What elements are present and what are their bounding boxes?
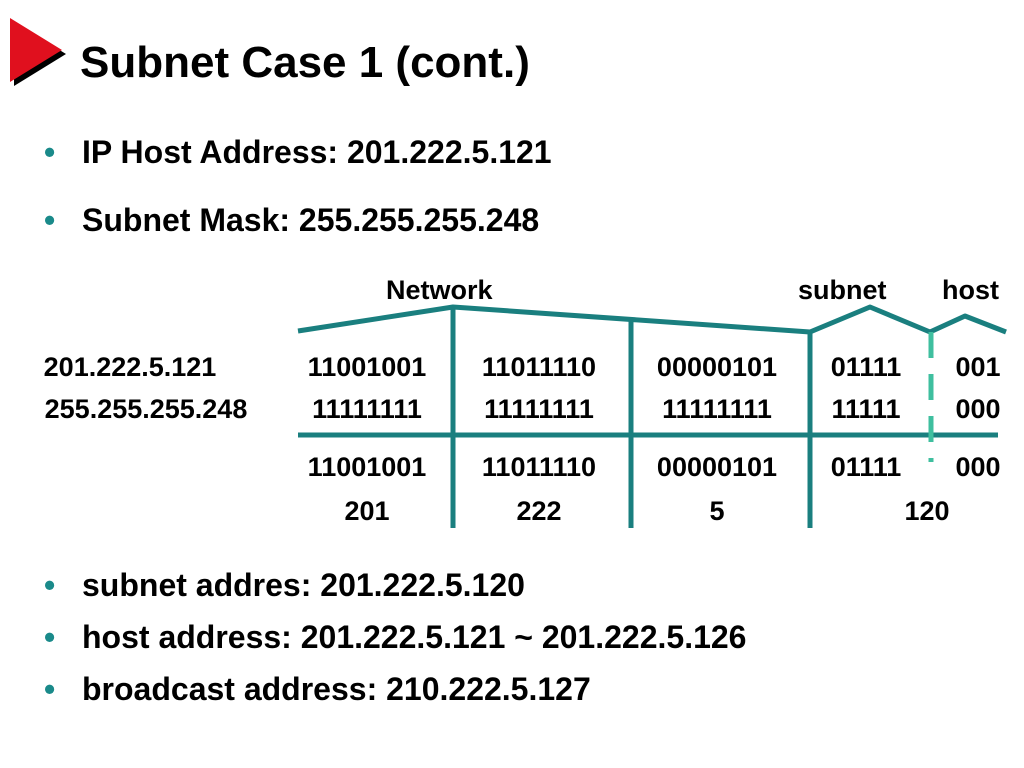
subnet-bracket	[809, 304, 931, 335]
ip-octet-2: 11011110	[481, 352, 597, 382]
ip-row-label: 201.222.5.121	[43, 352, 217, 382]
bullet-host-address: • host address: 201.222.5.121 ~ 201.222.5…	[44, 617, 746, 657]
bullet-text: IP Host Address: 201.222.5.121	[82, 134, 552, 170]
result-octet-2: 11011110	[481, 452, 597, 482]
bullet-dot-icon: •	[44, 134, 56, 170]
bullet-text: broadcast address: 210.222.5.127	[82, 671, 591, 707]
network-label: Network	[386, 275, 493, 305]
host-label: host	[942, 275, 999, 305]
mask-octet-1: 11111111	[312, 394, 422, 424]
ip-subnet-bits: 01111	[830, 352, 902, 382]
bullet-broadcast-address: • broadcast address: 210.222.5.127	[44, 669, 591, 709]
subnet-label: subnet	[798, 275, 887, 305]
bullet-dot-icon: •	[44, 202, 56, 238]
mask-octet-3: 11111111	[662, 394, 772, 424]
bullet-subnet-mask: • Subnet Mask: 255.255.255.248	[44, 200, 539, 240]
decimal-octet-4: 120	[904, 496, 950, 526]
decimal-octet-2: 222	[516, 496, 562, 526]
title-marker-icon	[10, 18, 66, 86]
bullet-subnet-address: • subnet addres: 201.222.5.120	[44, 565, 525, 605]
mask-octet-2: 11111111	[484, 394, 594, 424]
bullet-text: Subnet Mask: 255.255.255.248	[82, 202, 540, 238]
ip-octet-1: 11001001	[307, 352, 427, 382]
host-bracket	[928, 313, 1007, 335]
bullet-dot-icon: •	[44, 567, 56, 603]
mask-subnet-bits: 11111	[831, 394, 901, 424]
ip-host-bits: 001	[955, 352, 1001, 382]
ip-octet-3: 00000101	[656, 352, 778, 382]
bullet-dot-icon: •	[44, 619, 56, 655]
bullet-text: host address: 201.222.5.121 ~ 201.222.5.…	[82, 619, 747, 655]
mask-row-label: 255.255.255.248	[44, 394, 248, 424]
result-octet-1: 11001001	[307, 452, 427, 482]
slide-title: Subnet Case 1 (cont.)	[80, 38, 530, 87]
result-subnet-bits: 01111	[830, 452, 902, 482]
result-octet-3: 00000101	[656, 452, 778, 482]
decimal-octet-3: 5	[709, 496, 725, 526]
decimal-octet-1: 201	[344, 496, 390, 526]
network-bracket	[297, 304, 811, 335]
bullet-ip-host: • IP Host Address: 201.222.5.121	[44, 132, 552, 172]
bullet-text: subnet addres: 201.222.5.120	[82, 567, 525, 603]
result-host-bits: 000	[955, 452, 1001, 482]
mask-host-bits: 000	[955, 394, 1001, 424]
bullet-dot-icon: •	[44, 671, 56, 707]
